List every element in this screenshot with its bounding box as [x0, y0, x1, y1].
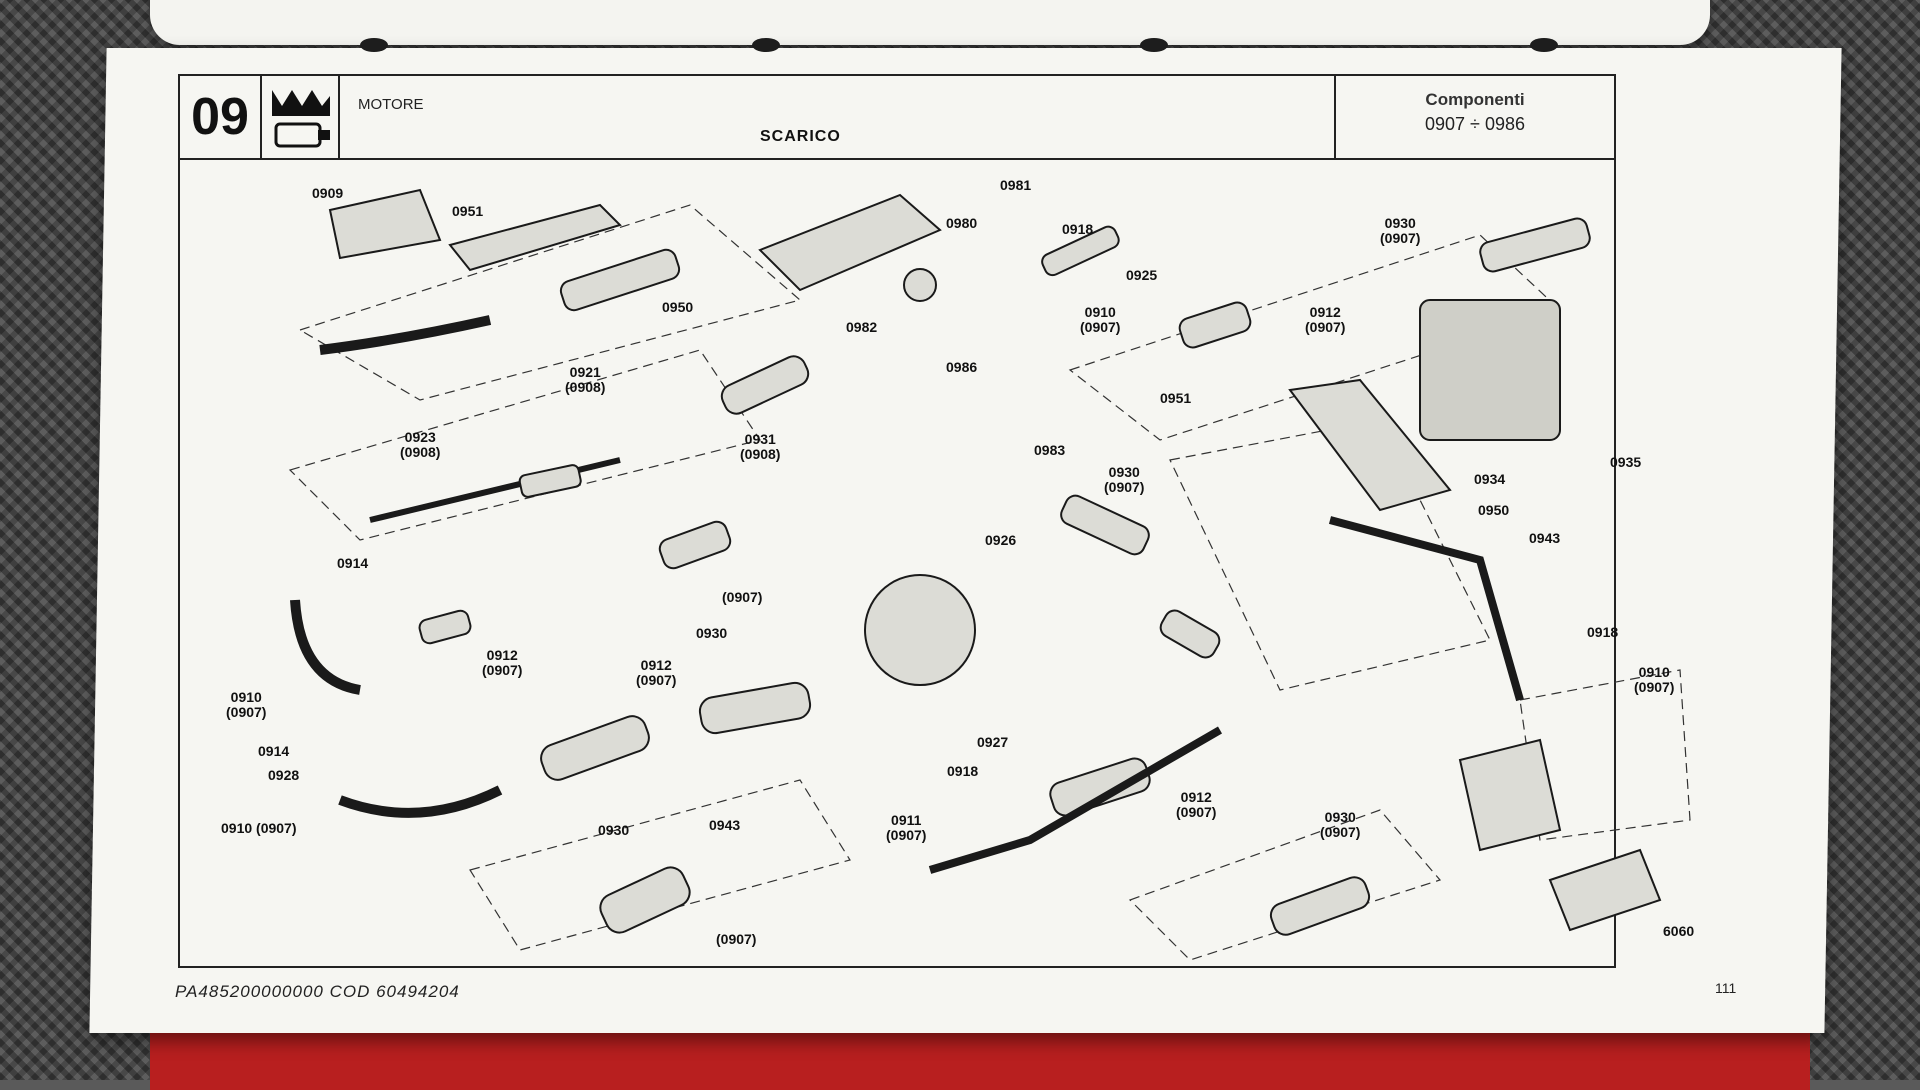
part-label: 0911 (0907)	[886, 812, 927, 843]
pipe-part	[928, 726, 1223, 874]
part-label: 0925	[1126, 267, 1158, 283]
binder-hole	[752, 38, 780, 52]
pipe-part	[290, 599, 361, 695]
silencer-part	[1178, 301, 1252, 349]
manifold-part	[1458, 738, 1562, 852]
silencer-part	[658, 520, 732, 570]
silencer-part	[698, 681, 812, 735]
part-label: 0934	[1474, 471, 1506, 487]
engine-block-part	[1419, 299, 1561, 441]
pipe-part	[1328, 516, 1524, 702]
part-label: 0912 (0907)	[1176, 789, 1217, 820]
part-label: 0914	[337, 555, 369, 571]
heat-shield-part	[448, 203, 622, 272]
part-label: 0910 (0907)	[226, 689, 267, 720]
part-label: 0943	[1529, 530, 1561, 546]
page-header: 09 MOTORE SCARICO Componenti 0907 ÷ 0986	[180, 76, 1614, 160]
silencer-part	[418, 609, 472, 645]
part-label: 0910 (0907)	[1634, 664, 1675, 695]
binder-hole	[1530, 38, 1558, 52]
components-box: Componenti 0907 ÷ 0986	[1334, 76, 1614, 158]
pipe-part	[369, 457, 621, 523]
pipe-part	[338, 785, 503, 818]
valve-part	[903, 268, 937, 302]
part-label: 0914	[258, 743, 290, 759]
binder-hole	[360, 38, 388, 52]
catalog-code: PA485200000000 COD 60494204	[175, 982, 460, 1001]
part-label: 0926	[985, 532, 1017, 548]
part-label: 0930	[696, 625, 728, 641]
components-title: Componenti	[1425, 90, 1525, 109]
silencer-part	[1159, 609, 1221, 659]
group-title: MOTORE	[358, 96, 424, 113]
silencer-part	[720, 355, 810, 415]
part-label: 0986	[946, 359, 978, 375]
silencer-part	[1479, 217, 1591, 273]
part-label: 0930 (0907)	[1320, 809, 1361, 840]
subgroup-title: SCARICO	[760, 128, 841, 145]
part-label: (0907)	[722, 589, 763, 605]
part-label: 0935	[1610, 454, 1642, 470]
exhaust-manifold-icon	[262, 76, 340, 158]
silencer-part	[540, 715, 650, 781]
part-label: 0918	[1587, 624, 1619, 640]
part-label: 0950	[662, 299, 694, 315]
previous-page-edge	[150, 0, 1710, 45]
part-label: 0928	[268, 767, 300, 783]
bracket-part	[1548, 848, 1662, 932]
part-label: 0910 (0907)	[221, 820, 297, 836]
silencer-part	[1269, 876, 1371, 936]
part-label: 0930 (0907)	[1380, 215, 1421, 246]
part-label: 0950	[1478, 502, 1510, 518]
catalytic-converter-part	[559, 248, 681, 312]
part-label: 0912 (0907)	[1305, 304, 1346, 335]
section-number: 09	[180, 76, 262, 158]
heat-shield-part	[1288, 378, 1452, 512]
part-label: 0918	[1062, 221, 1094, 237]
dashed-group-boundaries	[288, 204, 1691, 961]
part-label: 0983	[1034, 442, 1066, 458]
part-label: 0930 (0907)	[1104, 464, 1145, 495]
page-number: 111	[1715, 980, 1737, 996]
silencer-part	[1049, 757, 1151, 817]
part-label: 0910 (0907)	[1080, 304, 1121, 335]
pipe-part	[319, 315, 492, 355]
exhaust-parts	[290, 188, 1662, 936]
part-label: 0912 (0907)	[482, 647, 523, 678]
silencer-part	[518, 464, 582, 498]
part-label: 0951	[1160, 390, 1192, 406]
part-label: 0923 (0908)	[400, 429, 441, 460]
manifold-part	[758, 193, 942, 292]
part-label: 0931 (0908)	[740, 431, 781, 462]
part-label: 0980	[946, 215, 978, 231]
part-label: 0921 (0908)	[565, 364, 606, 395]
part-label: 0982	[846, 319, 878, 335]
part-label: 0909	[312, 185, 344, 201]
part-label: 0981	[1000, 177, 1032, 193]
part-label: (0907)	[716, 931, 757, 947]
part-label: 6060	[1663, 923, 1695, 939]
heat-shield-part	[328, 188, 442, 260]
part-label: 0918	[947, 763, 979, 779]
part-label: 0927	[977, 734, 1009, 750]
part-label: 0943	[709, 817, 741, 833]
part-label: 0912 (0907)	[636, 657, 677, 688]
binder-hole	[1140, 38, 1168, 52]
pipe-part	[1041, 225, 1120, 277]
part-label: 0930	[598, 822, 630, 838]
silencer-part	[1060, 494, 1150, 556]
diagram-frame: 09 MOTORE SCARICO Componenti 0907 ÷ 0986	[178, 74, 1616, 968]
silencer-part	[599, 866, 691, 934]
turbocharger-part	[864, 574, 976, 686]
part-label: 0951	[452, 203, 484, 219]
components-range: 0907 ÷ 0986	[1425, 114, 1525, 134]
